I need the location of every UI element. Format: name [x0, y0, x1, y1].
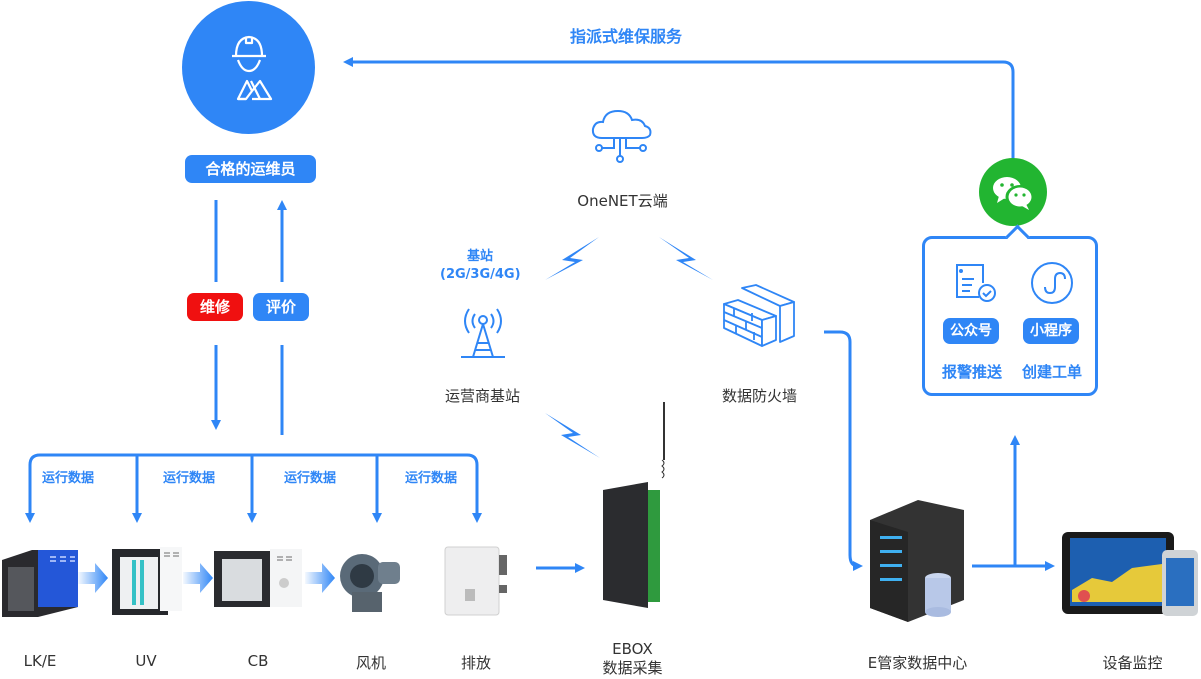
review-button[interactable]: 评价	[253, 293, 309, 321]
purifier-cb-image[interactable]	[214, 545, 304, 621]
alarm-push-caption: 报警推送	[941, 363, 1002, 381]
firewall-icon	[722, 284, 796, 354]
engineer-icon	[232, 35, 273, 101]
base-station-label: 运营商基站	[444, 387, 520, 405]
base-station-note-title: 基站	[466, 249, 493, 264]
datacenter-server-image[interactable]	[868, 500, 968, 624]
datacenter-label: E管家数据中心	[867, 654, 968, 672]
cloud-icon	[590, 108, 656, 168]
repair-button[interactable]: 维修	[187, 293, 243, 321]
wechat-channels-panel: 公众号 小程序 报警推送 创建工单	[922, 224, 1098, 396]
document-check-icon	[953, 261, 999, 309]
official-account-badge[interactable]: 公众号	[943, 318, 999, 344]
ebox-label: EBOX 数据采集	[590, 640, 675, 678]
cloud-label: OneNET云端	[577, 192, 668, 210]
run-data-label: 运行数据	[284, 471, 337, 486]
run-data-label: 运行数据	[405, 471, 458, 486]
base-station-note-network: (2G/3G/4G)	[440, 267, 521, 282]
tower-icon	[455, 305, 511, 367]
process-arrow	[305, 563, 335, 593]
run-data-label: 运行数据	[42, 471, 95, 486]
monitoring-devices-image[interactable]	[1062, 530, 1200, 620]
create-ticket-caption: 创建工单	[1021, 363, 1082, 381]
process-arrow	[183, 563, 213, 593]
emission-monitor-image[interactable]	[441, 545, 509, 617]
signal-bolt-icon	[545, 413, 600, 458]
worker-label: 合格的运维员	[185, 155, 316, 183]
monitor-label: 设备监控	[1102, 654, 1163, 672]
device-label: 排放	[460, 654, 491, 672]
worker-avatar[interactable]	[182, 1, 315, 134]
process-arrow	[78, 563, 108, 593]
ebox-device-image[interactable]	[598, 400, 666, 615]
base-station-note: 基站 (2G/3G/4G)	[440, 248, 521, 284]
ebox-label-desc: 数据采集	[602, 659, 663, 677]
device-label: UV	[135, 652, 157, 670]
purifier-uv-image[interactable]	[110, 545, 182, 623]
wechat-icon[interactable]	[979, 158, 1047, 226]
device-label: CB	[247, 652, 269, 670]
firewall-to-datacenter	[824, 330, 863, 571]
mini-program-icon	[1030, 261, 1074, 309]
signal-bolt-icon	[545, 237, 599, 280]
firewall-label: 数据防火墙	[721, 387, 797, 405]
signal-bolt-icon	[659, 237, 713, 280]
run-data-label: 运行数据	[163, 471, 216, 486]
fan-image[interactable]	[338, 548, 404, 616]
dispatch-service-label: 指派式维保服务	[570, 27, 683, 46]
device-label: 风机	[355, 654, 386, 672]
device-label: LK/E	[23, 652, 57, 670]
ebox-label-name: EBOX	[612, 640, 653, 658]
mini-program-badge[interactable]: 小程序	[1023, 318, 1079, 344]
dispatch-service-arrow	[343, 57, 1015, 178]
purifier-lke-image[interactable]	[2, 545, 78, 620]
